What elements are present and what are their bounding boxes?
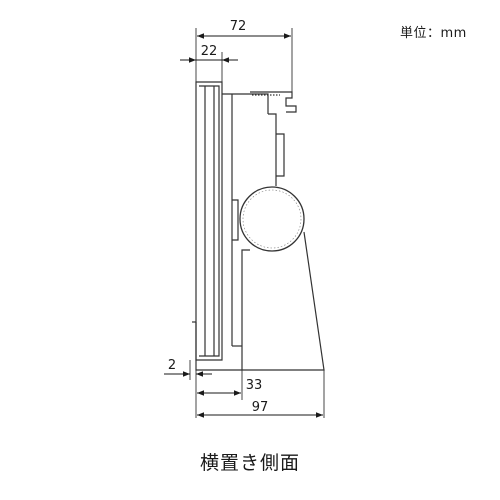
- dim-label-72: 72: [230, 19, 247, 34]
- dim-label-97: 97: [252, 400, 269, 415]
- dim-label-22: 22: [201, 44, 218, 59]
- unit-label: 単位：mm: [400, 26, 467, 41]
- dimension-labels: 72 22 2 33 97: [168, 19, 268, 415]
- dim-label-2: 2: [168, 358, 176, 373]
- dimension-lines: [164, 33, 323, 418]
- extension-lines: [189, 28, 325, 418]
- caption: 横置き側面: [199, 452, 300, 474]
- ball-joint: [239, 186, 305, 252]
- dim-label-33: 33: [246, 378, 263, 393]
